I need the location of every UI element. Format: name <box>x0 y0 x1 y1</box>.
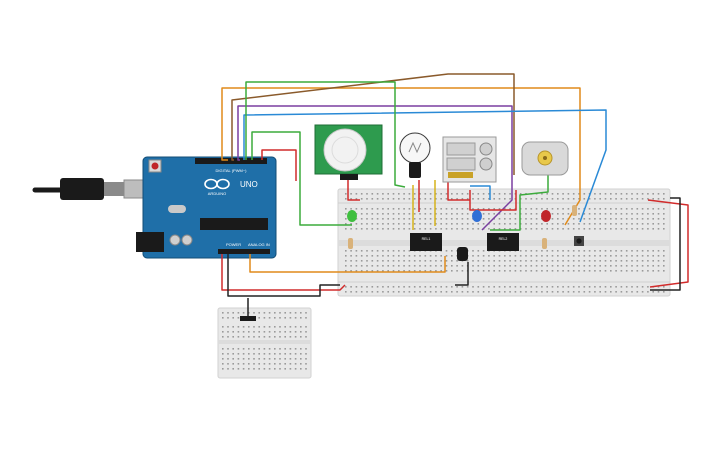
board-brand: ARDUINO <box>208 191 226 196</box>
wire-red-right-rail <box>647 199 689 288</box>
wire-black-bottom <box>227 254 340 297</box>
relay-2[interactable]: REL2 <box>487 233 519 251</box>
reset-button[interactable] <box>151 162 159 170</box>
power-jack <box>136 232 164 252</box>
digital-header-label: DIGITAL (PWM~) <box>216 168 248 173</box>
wire-green-led-right <box>490 175 549 231</box>
mini-breadboard-connector[interactable] <box>240 316 256 321</box>
power-analog-header <box>218 249 270 254</box>
breadboard-holes <box>345 193 665 293</box>
infinity-logo-icon <box>204 178 230 190</box>
digital-header <box>195 158 267 164</box>
relay-2-label: REL2 <box>499 237 508 241</box>
resistor[interactable] <box>542 238 547 249</box>
relay-1[interactable]: REL1 <box>410 233 442 251</box>
wire-blue-top <box>243 109 607 223</box>
wire-purple-top <box>237 105 513 231</box>
resistor[interactable] <box>572 205 577 216</box>
wires <box>221 73 689 321</box>
relay-module[interactable] <box>442 136 497 183</box>
dc-motor[interactable] <box>521 141 569 176</box>
wire-brown-top <box>231 73 515 175</box>
wire-black-right-rail <box>650 197 681 291</box>
push-button[interactable] <box>574 236 584 246</box>
green-led[interactable] <box>347 210 357 222</box>
resistor[interactable] <box>348 238 353 249</box>
light-bulb[interactable] <box>399 132 431 178</box>
breadboard-holes <box>222 312 307 370</box>
capacitor <box>181 234 193 246</box>
wire-green-mid <box>251 131 352 226</box>
wire-red-pir <box>261 149 297 181</box>
red-led[interactable] <box>541 210 551 222</box>
arduino-uno-board[interactable]: DIGITAL (PWM~) UNO ARDUINO POWER ANALOG … <box>136 156 277 259</box>
analog-label: ANALOG IN <box>248 242 270 247</box>
atmega-chip <box>200 218 268 230</box>
crystal <box>168 205 186 213</box>
wire-black-relay <box>455 262 469 286</box>
transistor[interactable] <box>457 247 468 261</box>
wire-red-to-relay <box>447 176 470 201</box>
capacitor <box>169 234 181 246</box>
relay-1-label: REL1 <box>422 237 431 241</box>
board-model: UNO <box>240 180 258 189</box>
blue-led[interactable] <box>472 210 482 222</box>
wire-blue-relay <box>470 185 491 200</box>
mini-breadboard[interactable] <box>217 307 312 379</box>
wire-green-top <box>245 81 406 188</box>
wire-orange-bottom <box>249 254 446 273</box>
wire-orange-top <box>221 87 581 226</box>
power-label: POWER <box>226 242 241 247</box>
usb-cable <box>32 178 159 200</box>
pir-sensor[interactable] <box>314 124 383 180</box>
wire-red-bottom <box>221 254 346 291</box>
